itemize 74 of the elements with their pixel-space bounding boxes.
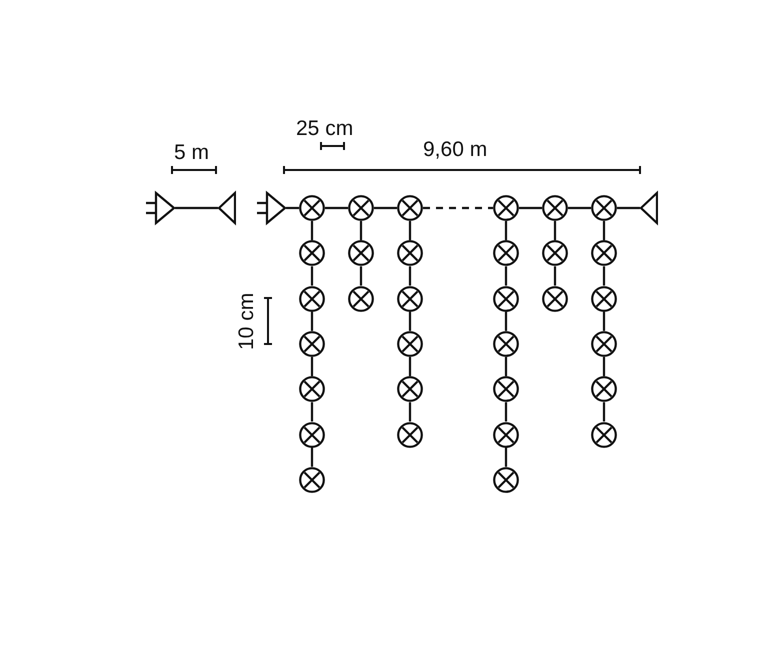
- lamp-symbol: [542, 240, 568, 266]
- connector-line: [602, 266, 606, 286]
- lamp-symbol: [591, 376, 617, 402]
- lamp-symbol: [348, 240, 374, 266]
- lamp-symbol: [591, 422, 617, 448]
- lamp-symbol: [397, 422, 423, 448]
- lamp-symbol: [397, 376, 423, 402]
- connector-line: [408, 356, 412, 376]
- dashed-connector: [423, 206, 493, 210]
- connector-line: [310, 402, 314, 422]
- lamp-symbol: [299, 330, 325, 357]
- connector-line: [310, 312, 314, 331]
- lamp-symbol: [591, 240, 617, 266]
- connector-line: [286, 206, 299, 210]
- socket-symbol: [218, 190, 236, 226]
- connector-line: [408, 402, 412, 422]
- connector-line: [602, 356, 606, 376]
- dimension-label: 5 m: [174, 142, 210, 163]
- plug-symbol: [256, 190, 286, 226]
- socket-symbol: [640, 190, 658, 226]
- connector-line: [504, 356, 508, 376]
- lamp-symbol: [397, 330, 423, 357]
- lamp-symbol: [542, 286, 568, 312]
- connector-line: [617, 206, 640, 210]
- lamp-symbol: [299, 195, 325, 221]
- connector-line: [554, 266, 556, 286]
- connector-line: [504, 312, 508, 331]
- lamp-symbol: [493, 376, 519, 402]
- lamp-symbol: [493, 466, 519, 493]
- connector-line: [602, 402, 606, 422]
- lamp-symbol: [591, 330, 617, 357]
- connector-line: [310, 221, 314, 240]
- connector-line: [360, 221, 362, 240]
- connector-line: [408, 221, 412, 240]
- connector-line: [504, 221, 508, 240]
- connector-line: [519, 206, 542, 210]
- connector-line: [554, 221, 556, 240]
- plug-symbol: [145, 190, 175, 226]
- lamp-symbol: [591, 286, 617, 312]
- lamp-symbol: [542, 195, 568, 221]
- dimension-label: 25 cm: [296, 118, 354, 139]
- lamp-symbol: [397, 240, 423, 266]
- dimension-label: 10 cm: [236, 292, 257, 350]
- lamp-symbol: [348, 195, 374, 221]
- lamp-symbol: [299, 376, 325, 402]
- connector-line: [360, 266, 362, 286]
- connector-line: [310, 448, 314, 467]
- connector-line: [408, 266, 412, 286]
- connector-line: [504, 402, 508, 422]
- connector-line: [175, 206, 218, 210]
- lamp-symbol: [397, 286, 423, 312]
- lamp-symbol: [493, 195, 519, 221]
- connector-line: [504, 266, 508, 286]
- lamp-symbol: [493, 330, 519, 357]
- connector-line: [602, 312, 606, 331]
- connector-line: [504, 448, 508, 467]
- lamp-symbol: [299, 422, 325, 448]
- connector-line: [374, 206, 397, 210]
- connector-line: [310, 356, 314, 376]
- lamp-symbol: [299, 286, 325, 312]
- connector-line: [408, 312, 412, 331]
- lamp-symbol: [591, 195, 617, 221]
- connector-line: [568, 206, 591, 210]
- lamp-symbol: [493, 286, 519, 312]
- lamp-symbol: [397, 195, 423, 221]
- connector-line: [325, 206, 348, 210]
- connector-line: [310, 266, 314, 286]
- lamp-symbol: [493, 422, 519, 448]
- connector-line: [602, 221, 606, 240]
- lamp-symbol: [493, 240, 519, 266]
- lamp-symbol: [299, 466, 325, 493]
- dimension-label: 9,60 m: [423, 139, 488, 160]
- lamp-symbol: [348, 286, 374, 312]
- lamp-symbol: [299, 240, 325, 266]
